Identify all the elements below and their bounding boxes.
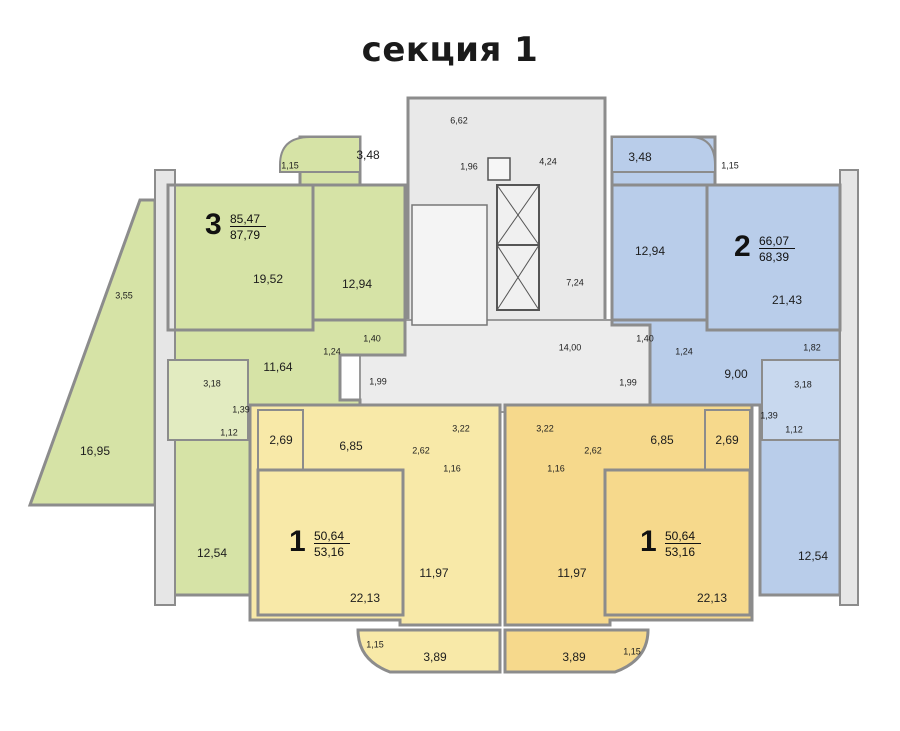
room-area: 1,24	[675, 346, 693, 357]
room-area: 1,99	[369, 376, 387, 387]
section-title: секция 1	[361, 30, 539, 70]
room-area: 1,39	[760, 410, 778, 421]
room-area: 22,13	[349, 591, 381, 605]
room-area: 1,24	[323, 346, 341, 357]
apartment-rooms: 3	[205, 208, 222, 241]
room-area: 1,12	[220, 427, 238, 438]
room-area: 1,82	[803, 342, 821, 353]
apartment-area-full: 53,16	[314, 545, 345, 559]
apartment-area-total: 85,47	[230, 212, 261, 226]
room-area: 9,00	[724, 367, 748, 381]
room-area: 1,99	[619, 377, 637, 388]
apartment-area-full: 87,79	[230, 228, 261, 242]
room-area: 2,62	[584, 445, 602, 456]
apartment-area-total: 50,64	[314, 529, 345, 543]
fraction-bar	[314, 543, 350, 544]
room-area: 19,52	[252, 272, 284, 286]
apartment-area-full: 68,39	[759, 250, 790, 264]
apartment-area-total: 66,07	[759, 234, 790, 248]
room-area: 3,89	[423, 650, 447, 664]
room-area: 3,18	[203, 378, 221, 389]
apartment-rooms: 1	[289, 525, 306, 558]
room-area: 1,39	[232, 404, 250, 415]
room-area: 1,16	[443, 463, 461, 474]
apartment-1-left-area	[248, 403, 502, 674]
room-area: 3,55	[115, 290, 133, 301]
room-area: 7,24	[566, 277, 584, 288]
room-area: 1,12	[785, 424, 803, 435]
room-area: 11,97	[557, 566, 587, 580]
room-area: 2,62	[412, 445, 430, 456]
apartment-3-area	[27, 135, 407, 606]
fraction-bar	[665, 543, 701, 544]
room-area: 1,15	[721, 160, 739, 171]
room-area: 16,95	[79, 444, 111, 458]
room-area: 6,85	[650, 433, 674, 447]
room-area: 3,22	[536, 423, 554, 434]
room-area: 11,64	[263, 360, 293, 374]
room-area: 6,62	[450, 115, 468, 126]
room-area: 1,15	[623, 646, 641, 657]
room-area: 1,16	[547, 463, 565, 474]
room-area: 11,97	[419, 566, 449, 580]
fraction-bar	[230, 226, 266, 227]
room-area: 1,40	[636, 333, 654, 344]
apartment-1-right-area	[503, 403, 754, 674]
room-area: 1,15	[366, 639, 384, 650]
common-area	[359, 96, 661, 413]
room-area: 22,13	[696, 591, 728, 605]
room-area: 4,24	[539, 156, 557, 167]
room-area: 12,94	[634, 244, 666, 258]
room-area: 1,96	[460, 161, 478, 172]
room-area: 3,48	[356, 148, 380, 162]
apartment-rooms: 2	[734, 230, 751, 263]
room-area: 3,18	[794, 379, 812, 390]
room-area: 12,54	[797, 549, 829, 563]
room-area: 3,22	[452, 423, 470, 434]
room-area: 1,40	[363, 333, 381, 344]
apartment-rooms: 1	[640, 525, 657, 558]
apartment-area-full: 53,16	[665, 545, 696, 559]
room-area: 12,94	[341, 277, 373, 291]
room-area: 6,85	[339, 439, 363, 453]
apartment-area-total: 50,64	[665, 529, 696, 543]
fraction-bar	[759, 248, 795, 249]
room-area: 3,89	[562, 650, 586, 664]
room-area: 21,43	[771, 293, 803, 307]
room-area: 1,15	[281, 160, 299, 171]
room-area: 2,69	[269, 433, 293, 447]
room-area: 14,00	[558, 342, 582, 353]
room-area: 2,69	[715, 433, 739, 447]
room-area: 3,48	[628, 150, 652, 164]
room-area: 12,54	[196, 546, 228, 560]
